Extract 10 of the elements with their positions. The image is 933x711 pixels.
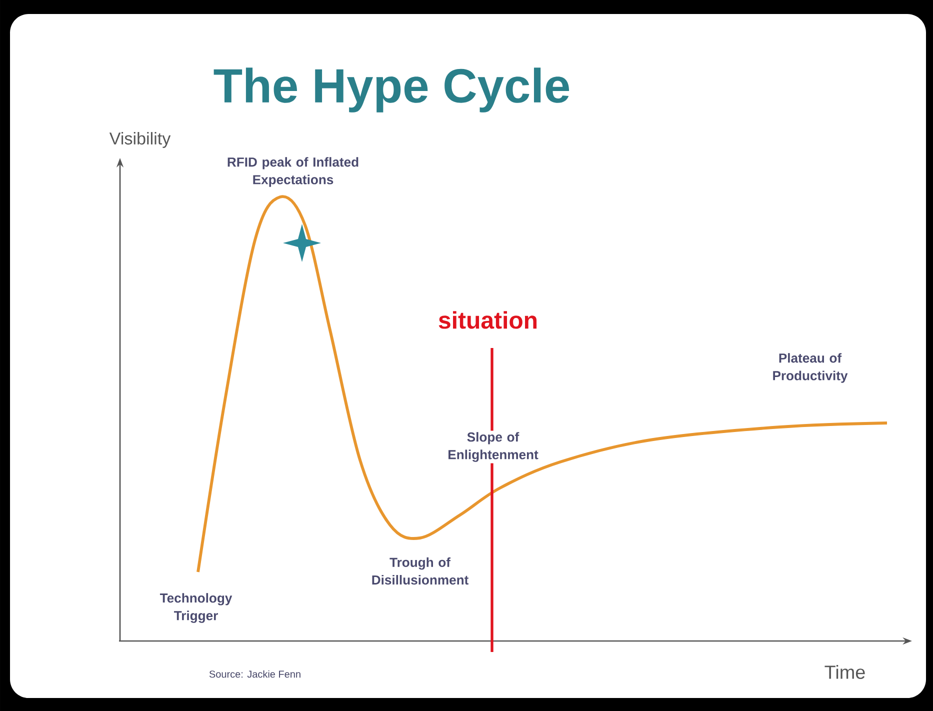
- axis-label: Time: [824, 665, 865, 679]
- phase-label: Trough of Disillusionment: [372, 557, 468, 585]
- axis-label: Visibility: [109, 132, 171, 148]
- phase-label: Plateau of Productivity: [773, 353, 848, 383]
- title: The Hype Cycle: [214, 68, 570, 112]
- phase-label: RFID peak of Inflated Expectations: [228, 157, 358, 187]
- source-note: Source: Jackie Fenn: [209, 670, 300, 678]
- marker-label: situation: [438, 311, 537, 329]
- phase-label: Slope of Enlightenment: [436, 430, 550, 464]
- phase-label: Technology Trigger: [160, 593, 232, 623]
